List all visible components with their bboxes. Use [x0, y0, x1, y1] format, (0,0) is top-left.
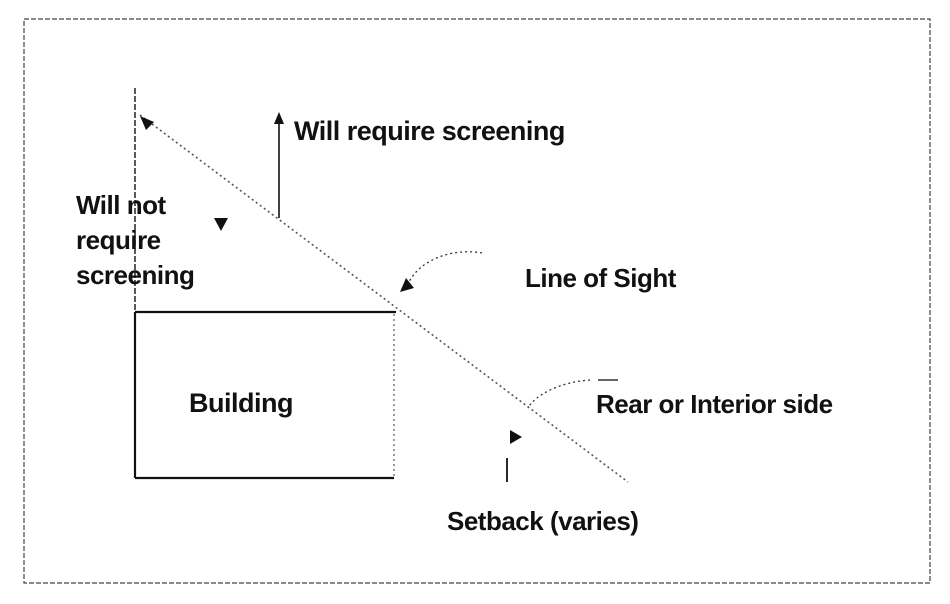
will-not-line2: require	[76, 225, 161, 255]
rear-side-pointer	[527, 379, 591, 409]
will-not-line3: screening	[76, 260, 194, 290]
diagram-frame	[23, 18, 931, 584]
building-label: Building	[189, 388, 293, 418]
rear-side-label: Rear or Interior side	[596, 389, 833, 419]
up-arrowhead	[274, 112, 284, 124]
sight-start-arrowhead	[140, 116, 154, 130]
will-not-line1: Will not	[76, 190, 166, 220]
line-of-sight-pointer-arrowhead	[400, 278, 414, 292]
setback-arrowhead	[510, 430, 522, 444]
will-require-label: Will require screening	[294, 116, 565, 146]
setback-label: Setback (varies)	[447, 506, 638, 536]
line-of-sight-label: Line of Sight	[525, 263, 677, 293]
line-of-sight	[139, 114, 629, 483]
down-arrowhead	[214, 218, 228, 231]
line-of-sight-pointer	[407, 251, 483, 285]
